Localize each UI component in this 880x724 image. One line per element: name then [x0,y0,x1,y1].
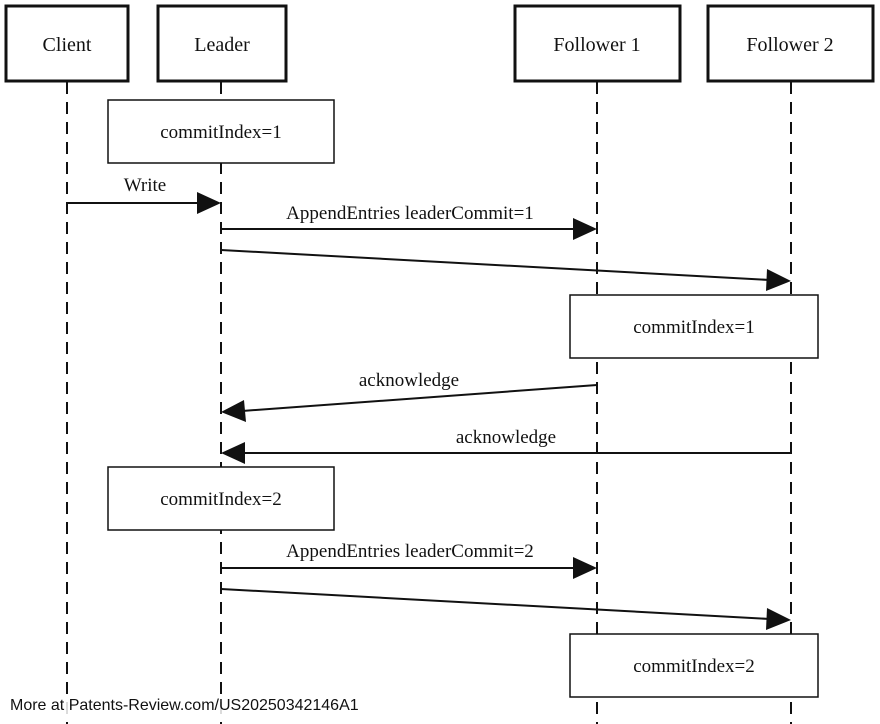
arrowhead-icon [221,400,246,422]
message-append-entries-1-label: AppendEntries leaderCommit=1 [286,203,534,224]
arrowhead-icon [766,269,791,291]
message-acknowledge-follower2: acknowledge [221,427,791,464]
actor-follower-1: Follower 1 [513,4,682,83]
actor-leader: Leader [156,4,288,83]
note-follower2-commit-1: commitIndex=1 [569,294,819,359]
message-append-entries-1-follower2 [220,249,791,291]
message-append-entries-1-follower1: AppendEntries leaderCommit=1 [221,203,597,240]
message-append-entries-2-label: AppendEntries leaderCommit=2 [286,541,534,562]
message-acknowledge-follower1-label: acknowledge [359,370,459,391]
note-leader-commit-1-label: commitIndex=1 [160,122,282,143]
actor-client: Client [4,4,130,83]
note-follower2-commit-1-label: commitIndex=1 [633,317,755,338]
source-footer[interactable]: More at Patents-Review.com/US20250342146… [8,697,361,715]
actor-follower-1-label: Follower 1 [553,34,640,56]
arrowhead-icon [573,218,597,240]
message-acknowledge-follower1: acknowledge [221,370,598,422]
message-write: Write [67,175,221,214]
actor-follower-2: Follower 2 [706,4,875,83]
note-leader-commit-2: commitIndex=2 [107,466,335,531]
message-append-entries-2-follower2 [220,588,791,630]
note-leader-commit-1: commitIndex=1 [107,99,335,164]
arrowhead-icon [197,192,221,214]
arrowhead-icon [766,608,791,630]
actor-leader-label: Leader [194,34,250,56]
message-write-label: Write [124,175,167,196]
actor-client-label: Client [43,34,92,56]
note-leader-commit-2-label: commitIndex=2 [160,489,282,510]
arrowhead-icon [221,442,245,464]
message-append-entries-2-follower1: AppendEntries leaderCommit=2 [221,541,597,579]
note-follower2-commit-2-label: commitIndex=2 [633,656,755,677]
note-follower2-commit-2: commitIndex=2 [569,633,819,698]
actor-follower-2-label: Follower 2 [746,34,833,56]
arrowhead-icon [573,557,597,579]
message-acknowledge-follower2-label: acknowledge [456,427,556,448]
